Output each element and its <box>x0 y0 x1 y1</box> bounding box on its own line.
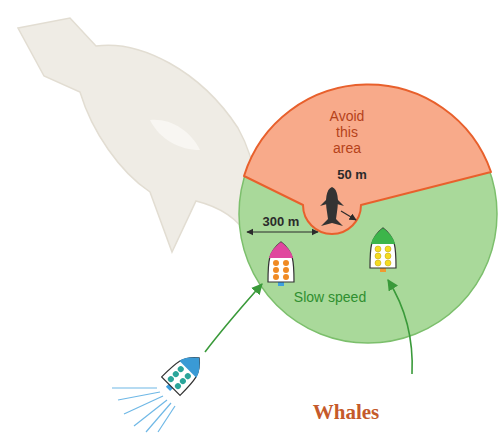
boat <box>159 349 208 398</box>
wake-lines <box>112 388 175 432</box>
zone-sector <box>244 85 491 234</box>
zone-label: Slow speed <box>294 289 366 305</box>
approach-arrow <box>388 280 412 374</box>
boat <box>268 242 294 286</box>
avoid-zone: Avoid this area <box>244 84 491 234</box>
zone-circle <box>239 85 497 343</box>
caption: Whales <box>313 400 380 424</box>
dimension-label: 50 m <box>337 168 367 183</box>
approach-arrow <box>205 284 262 352</box>
zone-label: Avoid this area <box>323 108 371 156</box>
whale-symbol <box>320 187 344 226</box>
orca-silhouette <box>18 18 256 252</box>
orca-patch <box>150 120 200 150</box>
dimension-label: 300 m <box>263 215 300 230</box>
distance-arrow <box>247 231 318 232</box>
zone-outline <box>244 84 491 234</box>
boat <box>370 228 396 272</box>
distance-arrow <box>341 211 356 220</box>
